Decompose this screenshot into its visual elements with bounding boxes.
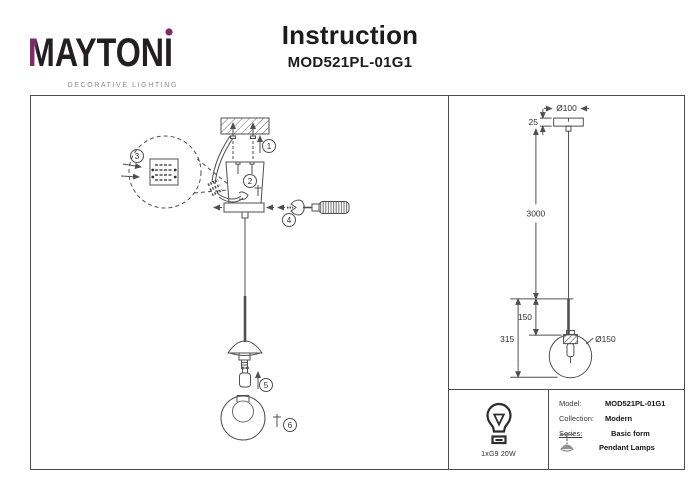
glass-sphere	[220, 395, 266, 441]
step-3-marker	[130, 149, 144, 163]
step-5-marker	[255, 371, 273, 392]
dim-sphere	[548, 330, 593, 379]
step-6-number: 6	[288, 421, 293, 430]
fixture-height-label: 315	[500, 334, 514, 344]
ceiling-block	[220, 117, 270, 135]
brand-wordmark: MAYTONI	[28, 31, 173, 75]
rod-length-label: 150	[518, 312, 532, 322]
step-2-number: 2	[248, 177, 253, 186]
canopy-diameter-label: Ø100	[556, 103, 577, 113]
step-1-number: 1	[267, 142, 272, 151]
pendant-lamp-icon	[560, 434, 574, 452]
brand-wordmark-accent: MAYTONI	[28, 31, 173, 75]
step-5-number: 5	[264, 381, 269, 390]
shade-holder-disc	[227, 340, 263, 369]
shade-diameter-label: Ø150	[595, 334, 616, 344]
assembly-diagram: 1 2 3 4 5 6	[120, 117, 350, 441]
page-model-number: MOD521PL-01G1	[287, 54, 413, 71]
maytoni-logo-icon: MAYTONI MAYTONI	[28, 28, 173, 75]
collection-label: Collection:	[559, 414, 595, 424]
canopy-height-label: 25	[529, 117, 539, 127]
dimension-diagram: Ø100 25 3000 150 315 Ø150	[500, 103, 616, 379]
canopy-cup	[225, 161, 265, 204]
step-6-marker	[273, 414, 297, 432]
terminal-wires	[120, 163, 142, 180]
series-value-2: Pendant Lamps	[599, 443, 655, 453]
spec-strip: 1xG9 20W Model: MOD521PL-01G1 Collection…	[449, 389, 684, 469]
brand-tagline: DECORATIVE LIGHTING	[67, 82, 178, 89]
page-title: Instruction	[281, 20, 419, 50]
model-value: MOD521PL-01G1	[605, 399, 666, 409]
dimension-panel: Ø100 25 3000 150 315 Ø150 1xG9 2	[449, 96, 684, 469]
terminal-block	[149, 158, 179, 186]
series-label: Series:	[559, 429, 583, 439]
cable-length-label: 3000	[527, 208, 546, 218]
dim-canopy	[553, 117, 584, 132]
step-2-marker	[243, 174, 262, 196]
mounting-screws	[230, 122, 256, 160]
canopy-height-dim	[539, 109, 552, 136]
shade-diameter-leader	[585, 337, 594, 345]
bulb-spec-cell: 1xG9 20W	[449, 390, 549, 469]
wires	[207, 135, 249, 203]
model-spec-cell: Model: MOD521PL-01G1 Collection: Modern …	[549, 390, 684, 469]
logo-i-dot	[165, 28, 173, 36]
model-label: Model:	[559, 399, 582, 409]
screwdriver	[277, 199, 350, 216]
bulb-icon	[485, 403, 512, 445]
assembly-panel: 1 2 3 4 5 6	[31, 96, 449, 469]
terminal-zoom-bubble	[128, 135, 229, 209]
g9-bulb	[239, 366, 251, 388]
series-value-1: Basic form	[611, 429, 650, 439]
instruction-sheet: 1 2 3 4 5 6	[30, 95, 685, 470]
brand-logo: MAYTONI MAYTONI DECORATIVE LIGHTING	[28, 24, 178, 89]
sheet-header: Instruction MOD521PL-01G1	[0, 20, 700, 71]
step-4-number: 4	[287, 216, 292, 225]
step-1-marker	[257, 135, 276, 153]
step-4-marker	[282, 213, 296, 227]
canopy-base-plate	[213, 202, 274, 219]
bulb-spec-text: 1xG9 20W	[481, 451, 516, 459]
step-3-number: 3	[135, 152, 140, 161]
dimension-drawing-area: Ø100 25 3000 150 315 Ø150	[449, 96, 684, 389]
collection-value: Modern	[605, 414, 633, 424]
